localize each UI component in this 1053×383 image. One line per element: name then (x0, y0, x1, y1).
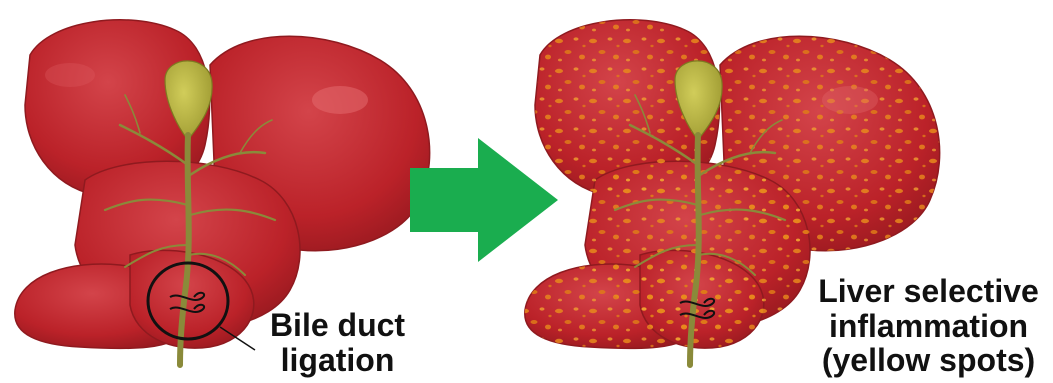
right-arrow-icon (410, 138, 558, 262)
inflammation-label: Liver selective inflammation (yellow spo… (806, 274, 1051, 378)
label-line: Liver selective (806, 274, 1051, 309)
label-line: inflammation (806, 309, 1051, 344)
bile-duct-ligation-label: Bile duct ligation (250, 308, 425, 377)
label-line: ligation (250, 343, 425, 378)
label-line: (yellow spots) (806, 343, 1051, 378)
label-line: Bile duct (250, 308, 425, 343)
